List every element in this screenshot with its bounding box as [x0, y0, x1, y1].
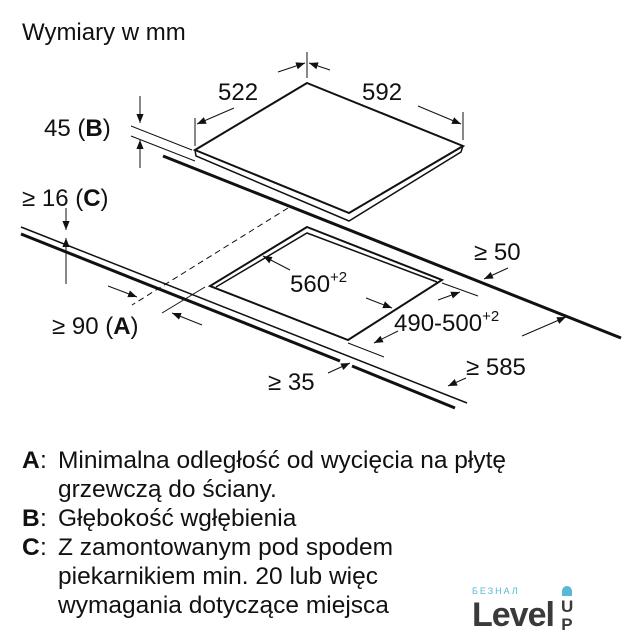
- cutout-inner: [215, 232, 438, 288]
- countertop-front-top: [20, 226, 468, 404]
- watermark-small-text: БЕЗНАЛ: [472, 586, 520, 596]
- legend-key: C: [22, 534, 40, 561]
- dim-front-gap: ≥ 35: [268, 369, 315, 396]
- dim-width: 592: [362, 79, 402, 106]
- legend-key: B: [22, 505, 40, 532]
- legend-a: A:Minimalna odległość od wycięcia na pły…: [22, 447, 507, 503]
- watermark-logo: БЕЗНАЛ Level UP: [468, 570, 580, 634]
- countertop-front-edge-2: [351, 364, 456, 410]
- watermark-up: UP: [560, 597, 574, 634]
- dashed-guide: [131, 207, 289, 306]
- countertop-front-edge: [20, 232, 341, 363]
- cutout-outer: [207, 225, 445, 342]
- hob-edge: [194, 145, 464, 222]
- watermark-brand: Level: [472, 596, 555, 634]
- dim-counter-depth: ≥ 585: [466, 354, 526, 381]
- dim-cutout-depth: 490-500+2: [394, 308, 499, 337]
- legend-key: A: [22, 447, 40, 474]
- legend-text: Z zamontowanym pod spodem: [58, 534, 393, 561]
- legend-text: Głębokość wgłębienia: [58, 505, 297, 532]
- legend-text: piekarnikiem min. 20 lub więc: [58, 563, 378, 590]
- dim-cutout-width: 560+2: [290, 269, 347, 298]
- dim-back-gap: ≥ 50: [474, 239, 521, 266]
- diagram-title: Wymiary w mm: [22, 19, 186, 46]
- dim-b: 45 (B): [44, 115, 111, 142]
- legend-text: Minimalna odległość od wycięcia na płytę: [58, 447, 507, 474]
- dim-depth: 522: [218, 79, 258, 106]
- dimension-lines: [62, 52, 567, 387]
- countertop-back-edge: [162, 154, 622, 340]
- dim-c: ≥ 16 (C): [22, 185, 109, 212]
- legend-text: wymagania dotyczące miejsca: [58, 592, 389, 619]
- dim-a: ≥ 90 (A): [52, 313, 139, 340]
- hob-top: [192, 81, 466, 215]
- legend-text: grzewczą do ściany.: [58, 476, 277, 503]
- drop-icon: [561, 586, 572, 596]
- legend: A:Minimalna odległość od wycięcia na pły…: [22, 446, 506, 620]
- legend-b: B:Głębokość wgłębienia: [22, 505, 297, 532]
